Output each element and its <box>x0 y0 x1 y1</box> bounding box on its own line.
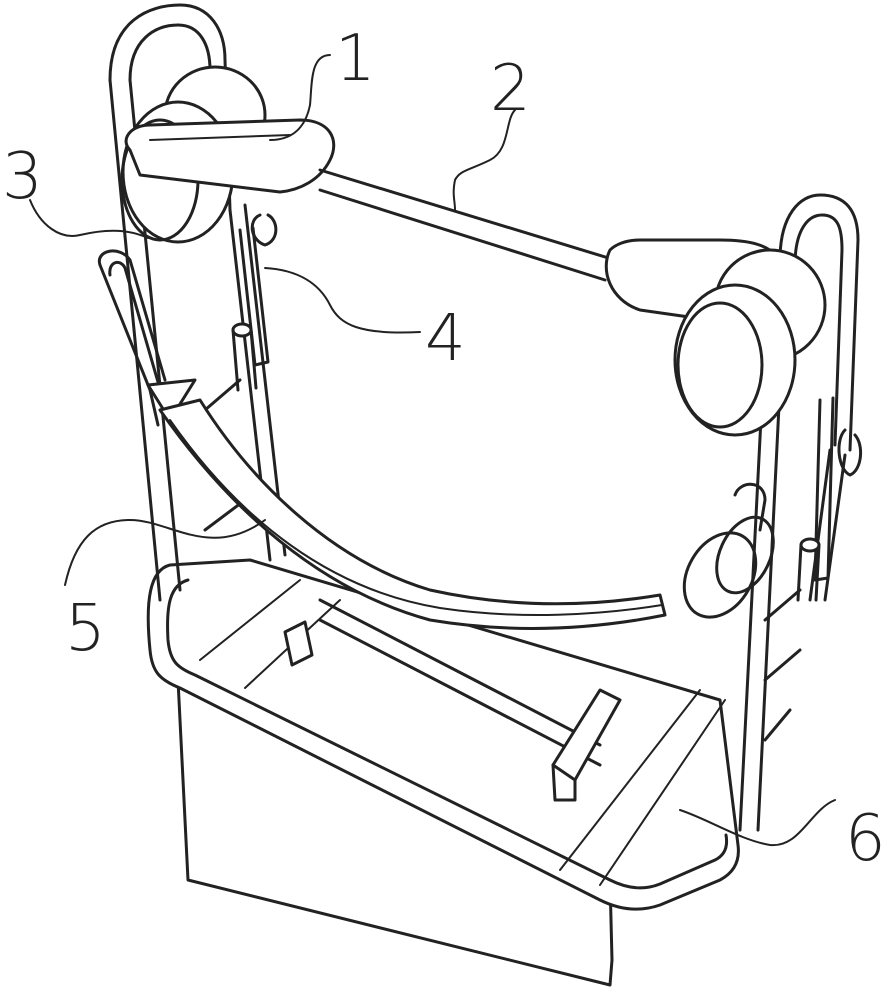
callout-label-6: 6 <box>845 802 886 876</box>
callout-label-3: 3 <box>2 140 43 214</box>
bottom-box <box>146 558 740 987</box>
left-pulley <box>120 65 336 244</box>
right-pulley <box>604 238 827 437</box>
callout-label-5: 5 <box>65 592 106 666</box>
callout-label-1: 1 <box>335 22 376 96</box>
side-rods <box>231 213 863 602</box>
top-crossbar <box>318 168 617 282</box>
callout-label-2: 2 <box>490 52 531 126</box>
callout-leaders <box>29 54 836 847</box>
callout-label-4: 4 <box>425 302 466 376</box>
safety-belt <box>97 249 775 630</box>
